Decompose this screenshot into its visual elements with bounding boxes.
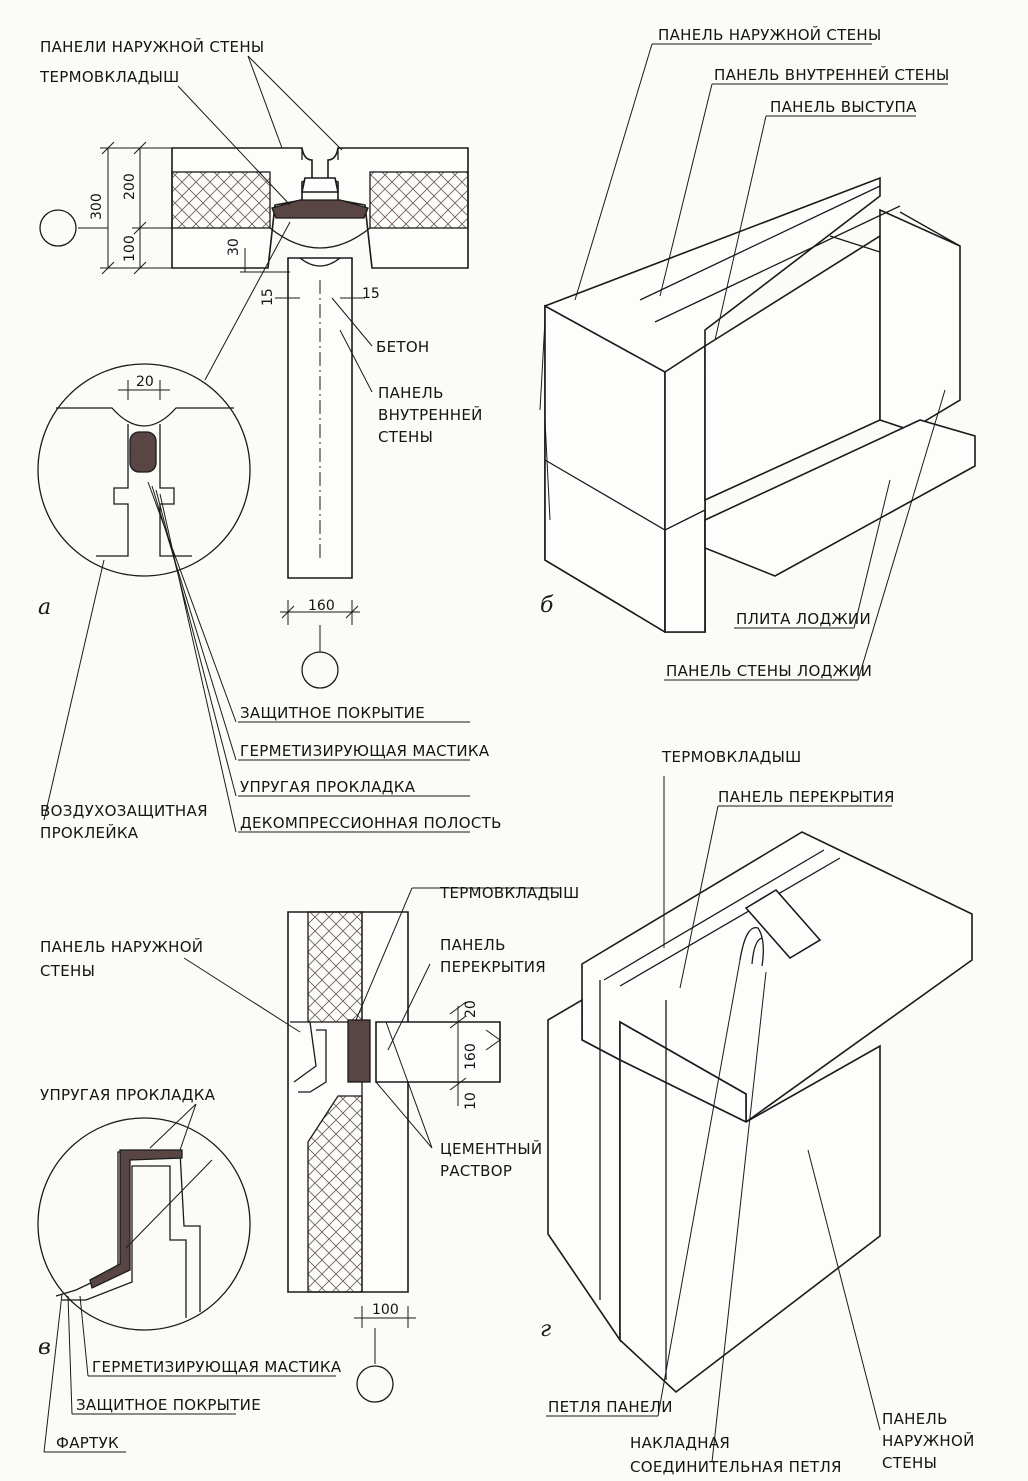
label-apron: ФАРТУК [56,1434,119,1452]
axis-bubble-bottom [301,651,339,689]
label-inner-panel-2: ВНУТРЕННЕЙ [378,405,483,424]
figure-letter-a: а [38,595,51,620]
label-floor-panel-g: ПАНЕЛЬ ПЕРЕКРЫТИЯ [718,788,895,806]
label-thermo-insert-v: ТЕРМОВКЛАДЫШ [439,884,580,902]
label-sealing-mastic-v: ГЕРМЕТИЗИРУЮЩАЯ МАСТИКА [92,1358,342,1376]
panel-loop-shape [739,926,764,967]
figure-b: б ПАНЕЛЬ НАРУЖНОЙ СТЕНЫ ПАНЕЛЬ ВНУТРЕННЕ… [539,25,976,681]
floor-panel-v [375,1021,501,1083]
axis-bubble-left [39,209,77,247]
figure-a: 300 200 100 30 15 15 160 20 а [37,37,502,842]
label-panel-loop: ПЕТЛЯ ПАНЕЛИ [548,1398,673,1416]
label-cement-1: ЦЕМЕНТНЫЙ [440,1139,542,1158]
figure-letter-b: б [540,593,554,618]
label-elastic-gasket-a: УПРУГАЯ ПРОКЛАДКА [240,778,416,796]
label-overlay-loop-1: НАКЛАДНАЯ [630,1434,730,1452]
label-sealing-mastic-a: ГЕРМЕТИЗИРУЮЩАЯ МАСТИКА [240,742,490,760]
label-air-barrier-2: ПРОКЛЕЙКА [40,823,139,842]
dimension-lines-a [78,141,365,652]
dim-160: 160 [308,598,335,614]
label-outer-panels: ПАНЕЛИ НАРУЖНОЙ СТЕНЫ [40,37,264,56]
label-elastic-gasket-v: УПРУГАЯ ПРОКЛАДКА [40,1086,216,1104]
outer-wall-panel-right [327,147,469,269]
label-outer-panel-g-2: НАРУЖНОЙ [882,1431,975,1450]
insulation-upper [307,911,363,1023]
label-protective-coating-a: ЗАЩИТНОЕ ПОКРЫТИЕ [240,704,425,722]
label-overlay-loop-2: СОЕДИНИТЕЛЬНАЯ ПЕТЛЯ [630,1458,842,1476]
thermo-insert-v [347,1019,371,1083]
thermo-insert-a [271,199,369,219]
insulation-right [369,171,469,229]
figure-letter-v: в [38,1335,51,1360]
dim-300: 300 [89,193,105,220]
leaders-b [574,43,948,681]
dim-200: 200 [122,173,138,200]
figure-letter-g: г [540,1317,551,1342]
outer-panel-g-front [619,1044,881,1394]
label-outer-panel-v-1: ПАНЕЛЬ НАРУЖНОЙ [40,937,203,956]
label-inner-panel-1: ПАНЕЛЬ [378,384,444,402]
label-outer-panel-g-3: СТЕНЫ [882,1454,937,1472]
detail-circle-v [37,1117,251,1331]
dim-20: 20 [136,374,154,390]
label-thermo-insert-a: ТЕРМОВКЛАДЫШ [39,68,180,86]
label-outer-panel-b: ПАНЕЛЬ НАРУЖНОЙ СТЕНЫ [658,25,882,44]
label-floor-panel-v-1: ПАНЕЛЬ [440,936,506,954]
label-air-barrier-1: ВОЗДУХОЗАЩИТНАЯ [40,802,208,820]
label-inner-panel-3: СТЕНЫ [378,428,433,446]
label-decompression-cavity: ДЕКОМПРЕССИОННАЯ ПОЛОСТЬ [240,814,502,832]
label-outer-panel-g-1: ПАНЕЛЬ [882,1410,948,1428]
dim-30: 30 [226,238,242,256]
leaders-g [546,776,892,1463]
detail-circle-a: 20 [37,363,251,577]
dim-100: 100 [122,235,138,262]
leaders-a [43,55,470,833]
label-projection-panel: ПАНЕЛЬ ВЫСТУПА [770,98,917,116]
dim-15-right: 15 [362,286,380,302]
projection-panel-b [879,208,961,431]
gasket-strip-v [89,1149,183,1289]
label-protective-coating-v: ЗАЩИТНОЕ ПОКРЫТИЕ [76,1396,261,1414]
key-block [301,177,339,193]
label-thermo-insert-g: ТЕРМОВКЛАДЫШ [661,748,802,766]
label-cement-2: РАСТВОР [440,1162,512,1180]
dim-10-v: 10 [463,1092,479,1110]
concrete-fill [269,227,371,249]
label-concrete: БЕТОН [376,338,430,356]
dimension-lines-v [354,1001,467,1364]
label-floor-panel-v-2: ПЕРЕКРЫТИЯ [440,958,546,976]
axis-bubble-v [356,1365,394,1403]
dim-160-v: 160 [463,1043,479,1070]
figure-g: г ТЕРМОВКЛАДЫШ ПАНЕЛЬ ПЕРЕКРЫТИЯ ПЕТЛЯ П… [540,748,975,1476]
label-outer-panel-v-2: СТЕНЫ [40,962,95,980]
figure-v: 20 160 10 100 в ТЕРМОВКЛАДЫШ ПАНЕЛЬ ПЕРЕ… [37,884,580,1453]
label-inner-panel-b: ПАНЕЛЬ ВНУТРЕННЕЙ СТЕНЫ [714,65,950,84]
mastic-plug-a [129,431,157,473]
label-loggia-wall-panel: ПАНЕЛЬ СТЕНЫ ЛОДЖИИ [666,662,872,680]
insulation-left [171,171,271,229]
outer-wall-panel-left [171,147,313,269]
leaders-v [43,887,560,1453]
dim-100-v: 100 [372,1302,399,1318]
label-loggia-slab: ПЛИТА ЛОДЖИИ [736,610,871,628]
dim-15-left: 15 [260,288,276,306]
loop-pocket [744,888,822,960]
dim-20-v: 20 [463,1000,479,1018]
